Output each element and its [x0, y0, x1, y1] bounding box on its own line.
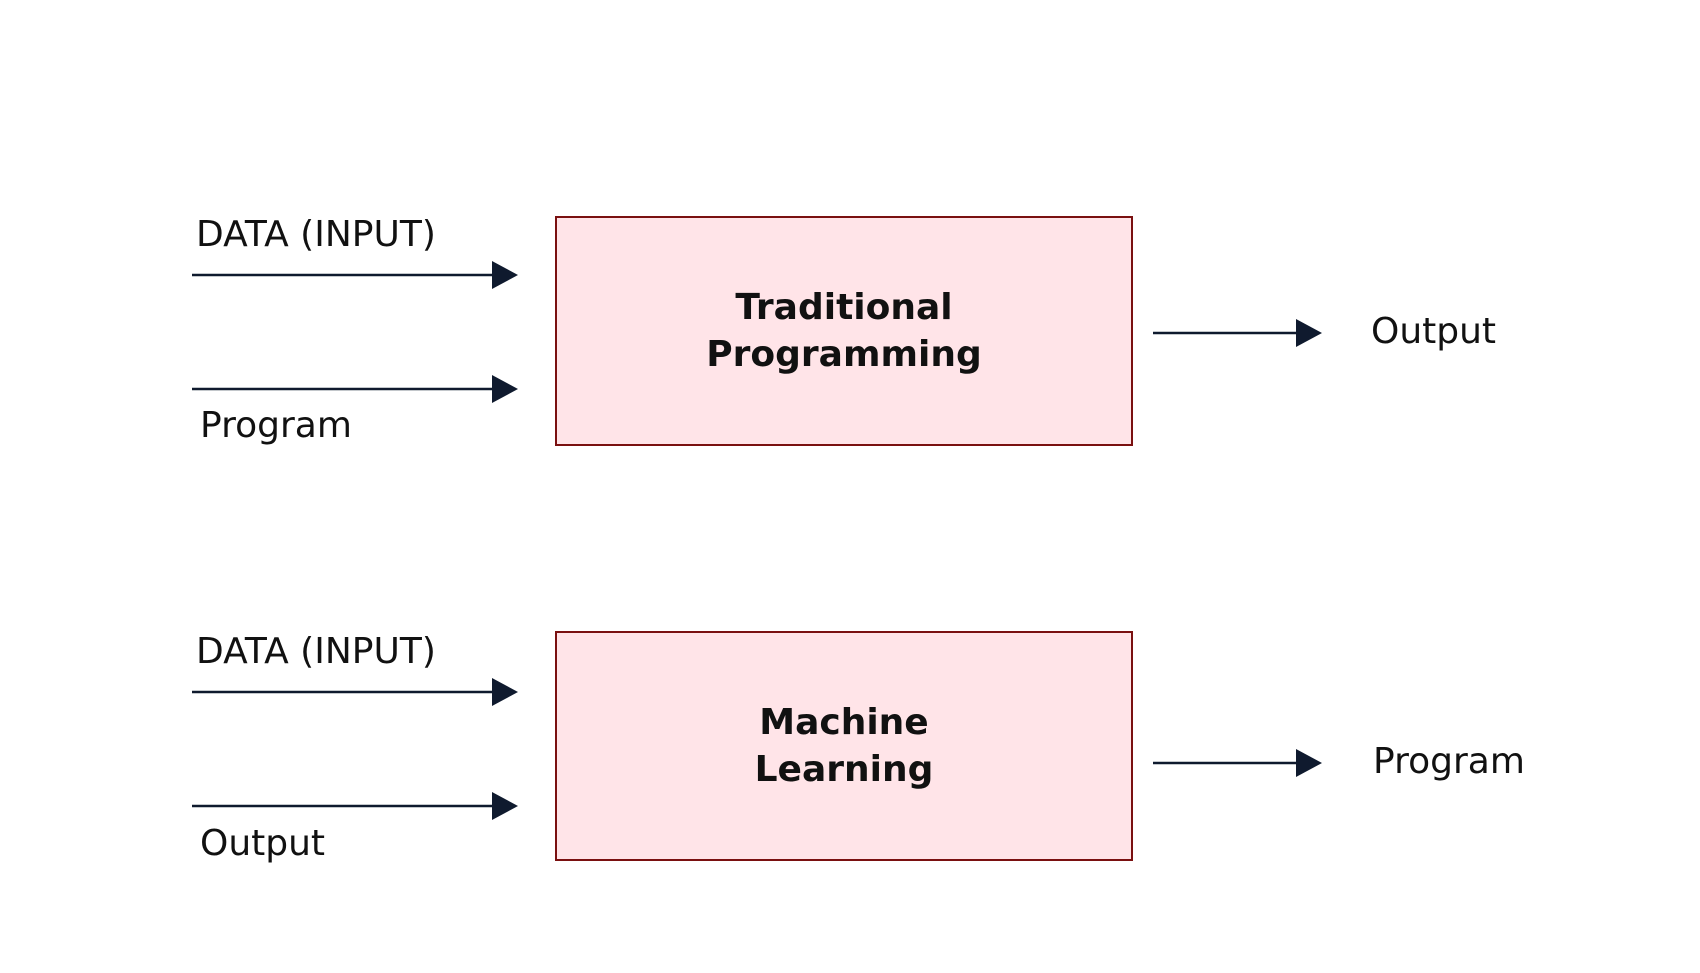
ml-output-label: Output — [200, 823, 326, 864]
ml-box-line1: Machine — [759, 702, 929, 743]
traditional-program-arrow — [192, 375, 518, 403]
traditional-output-label: Output — [1371, 311, 1497, 352]
machine-learning-box: Machine Learning — [555, 631, 1133, 861]
traditional-box-line1: Traditional — [735, 287, 953, 328]
traditional-data-arrow — [192, 261, 518, 289]
ml-data-arrow — [192, 678, 518, 706]
ml-output-arrow — [192, 792, 518, 820]
machine-learning-title: Machine Learning — [755, 699, 934, 793]
traditional-program-label: Program — [200, 405, 352, 446]
traditional-output-arrow — [1153, 319, 1322, 347]
ml-program-label: Program — [1373, 741, 1525, 782]
ml-data-input-label: DATA (INPUT) — [196, 631, 436, 672]
traditional-programming-box: Traditional Programming — [555, 216, 1133, 446]
ml-box-line2: Learning — [754, 749, 934, 790]
traditional-programming-title: Traditional Programming — [706, 284, 981, 378]
traditional-box-line2: Programming — [706, 334, 982, 375]
ml-program-arrow — [1153, 749, 1322, 777]
traditional-data-input-label: DATA (INPUT) — [196, 214, 436, 255]
